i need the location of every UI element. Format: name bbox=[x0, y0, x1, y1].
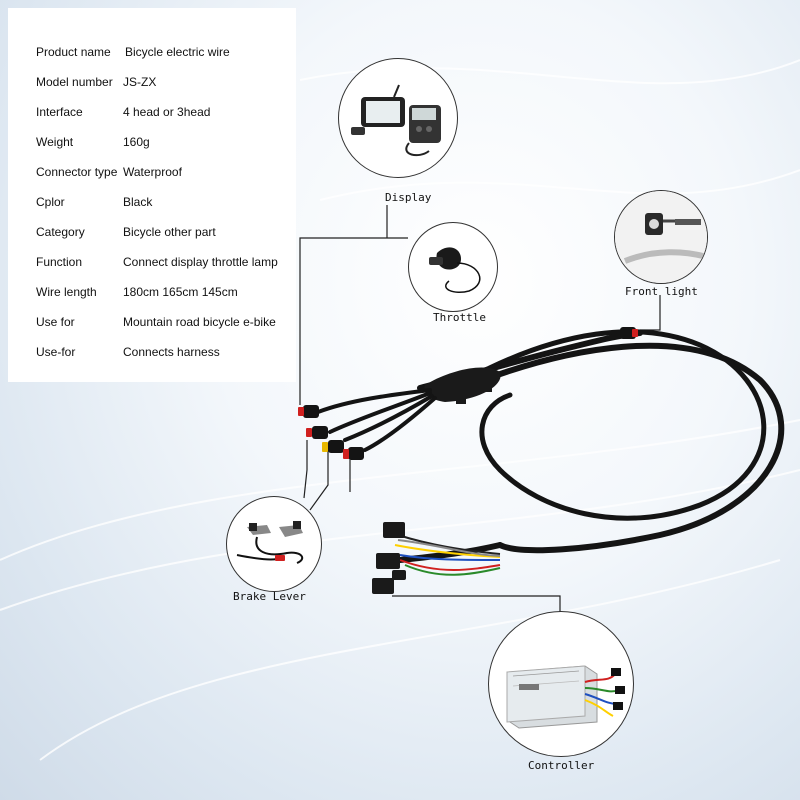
spec-key: Use for bbox=[36, 315, 75, 329]
spec-key: Wire length bbox=[36, 285, 97, 299]
spec-row: Cplor Black bbox=[36, 195, 152, 209]
spec-row: Category Bicycle other part bbox=[36, 225, 216, 239]
throttle-label: Throttle bbox=[433, 311, 486, 324]
spec-value: Bicycle electric wire bbox=[125, 45, 230, 59]
brake-lever-callout bbox=[226, 496, 322, 592]
spec-row: Interface 4 head or 3head bbox=[36, 105, 210, 119]
spec-key: Interface bbox=[36, 105, 83, 119]
spec-value: 160g bbox=[123, 135, 150, 149]
controller-icon bbox=[506, 665, 625, 729]
brake-lever-icon bbox=[236, 521, 304, 564]
spec-row: Weight 160g bbox=[36, 135, 150, 149]
spec-value: Waterproof bbox=[123, 165, 182, 179]
connectors bbox=[298, 327, 638, 460]
spec-value: Connects harness bbox=[123, 345, 220, 359]
front-light-callout bbox=[614, 190, 708, 284]
spec-value: Mountain road bicycle e-bike bbox=[123, 315, 276, 329]
splitter bbox=[424, 367, 501, 404]
display-icon bbox=[351, 84, 441, 157]
spec-key: Connector type bbox=[36, 165, 118, 179]
display-callout bbox=[338, 58, 458, 178]
throttle-callout bbox=[408, 222, 498, 312]
spec-key: Category bbox=[36, 225, 85, 239]
spec-key: Model number bbox=[36, 75, 113, 89]
spec-key: Cplor bbox=[36, 195, 65, 209]
branch-cables bbox=[316, 388, 437, 452]
spec-value: Bicycle other part bbox=[123, 225, 216, 239]
throttle-icon bbox=[429, 247, 481, 293]
spec-row: Product name Bicycle electric wire bbox=[36, 45, 230, 59]
spec-value: JS-ZX bbox=[123, 75, 157, 89]
spec-row: Wire length 180cm 165cm 145cm bbox=[36, 285, 238, 299]
spec-row: Use for Mountain road bicycle e-bike bbox=[36, 315, 276, 329]
spec-value: Black bbox=[123, 195, 153, 209]
front-light-label: Front light bbox=[625, 285, 698, 298]
controller-plugs bbox=[372, 522, 406, 594]
leader-lines bbox=[299, 205, 661, 612]
display-label: Display bbox=[385, 191, 432, 204]
spec-row: Model number JS-ZX bbox=[36, 75, 156, 89]
front-light-icon bbox=[615, 191, 707, 283]
controller-label: Controller bbox=[528, 759, 595, 772]
spec-value: Connect display throttle lamp bbox=[123, 255, 278, 269]
spec-row: Function Connect display throttle lamp bbox=[36, 255, 278, 269]
colored-wires bbox=[394, 534, 501, 576]
spec-key: Function bbox=[36, 255, 83, 269]
spec-panel: Product name Bicycle electric wire Model … bbox=[8, 8, 296, 382]
controller-callout bbox=[488, 611, 634, 757]
spec-value: 4 head or 3head bbox=[123, 105, 211, 119]
spec-key: Weight bbox=[36, 135, 74, 149]
brake-lever-label: Brake Lever bbox=[233, 590, 306, 603]
spec-key: Product name bbox=[36, 45, 111, 59]
spec-value: 180cm 165cm 145cm bbox=[123, 285, 238, 299]
spec-row: Use-for Connects harness bbox=[36, 345, 220, 359]
spec-key: Use-for bbox=[36, 345, 76, 359]
spec-row: Connector type Waterproof bbox=[36, 165, 182, 179]
